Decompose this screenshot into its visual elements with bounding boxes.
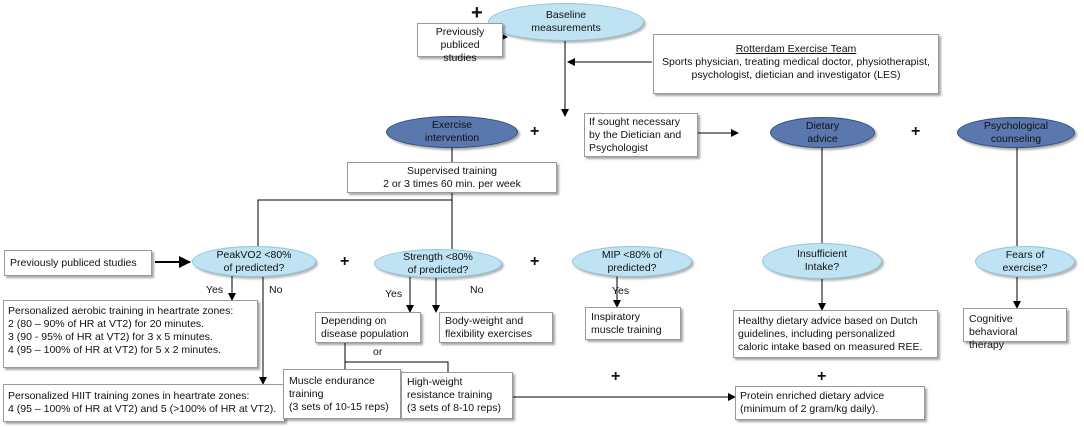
peakvo2-node: PeakVO2 <80% of predicted? [192, 246, 316, 277]
dietary-advice-node: Dietary advice [770, 117, 875, 148]
plus-sign-bottom-left: + [611, 368, 621, 385]
peak-yes-label: Yes [206, 284, 224, 296]
supervised-training-box: Supervised training 2 or 3 times 60 min.… [347, 162, 557, 193]
baseline-measurements-node: Baseline measurements [488, 3, 644, 41]
plus-sign-bottom-right: + [817, 368, 827, 385]
strength-node: Strength <80% of predicted? [374, 249, 502, 278]
line-supervised-branch [257, 193, 453, 246]
peak-no-label: No [269, 284, 283, 296]
hiit-training-box: Personalized HIIT training zones in hear… [3, 384, 285, 422]
strength-yes-label: Yes [385, 288, 403, 300]
rotterdam-team-box: Rotterdam Exercise Team Sports physician… [653, 34, 939, 94]
node-text: measurements [531, 22, 601, 34]
plus-sign-peak: + [340, 253, 350, 270]
psychological-counseling-node: Psychological counseling [957, 117, 1075, 148]
line-depending-split [344, 343, 449, 372]
previous-studies-left-box: Previously publiced studies [4, 250, 152, 276]
bodyweight-flexibility-box: Body-weight and flexibility exercises [439, 312, 553, 343]
plus-sign-top: + [471, 2, 483, 24]
plus-sign-strength: + [530, 253, 540, 270]
inspiratory-training-box: Inspiratory muscle training [585, 307, 681, 340]
high-weight-resistance-box: High-weight resistance training (3 sets … [401, 372, 513, 419]
protein-enriched-box: Protein enriched dietary advice (minimum… [735, 386, 925, 420]
sought-necessary-box: If sought necessary by the Dietician and… [584, 113, 698, 157]
depending-population-box: Depending on disease population [315, 312, 421, 343]
previous-studies-top-box: Previously publiced studies [417, 23, 503, 64]
mip-node: MIP <80% of predicted? [572, 246, 692, 277]
team-title: Rotterdam Exercise Team [735, 43, 857, 55]
or-label: or [373, 346, 383, 358]
node-text: Baseline [545, 9, 587, 21]
insufficient-intake-node: Insufficient Intake? [762, 243, 882, 279]
cbt-box: Cognitive behavioral therapy [963, 308, 1067, 351]
plus-sign-exercise: + [530, 123, 540, 140]
mip-yes-label: Yes [612, 285, 630, 297]
strength-no-label: No [470, 284, 484, 296]
healthy-dietary-box: Healthy dietary advice based on Dutch gu… [733, 310, 938, 358]
aerobic-training-box: Personalized aerobic training in heartra… [3, 300, 258, 368]
exercise-intervention-node: Exercise intervention [386, 116, 518, 148]
plus-sign-dietary: + [911, 123, 921, 140]
fears-exercise-node: Fears of exercise? [975, 246, 1075, 277]
muscle-endurance-box: Muscle endurance training (3 sets of 10-… [283, 369, 401, 419]
